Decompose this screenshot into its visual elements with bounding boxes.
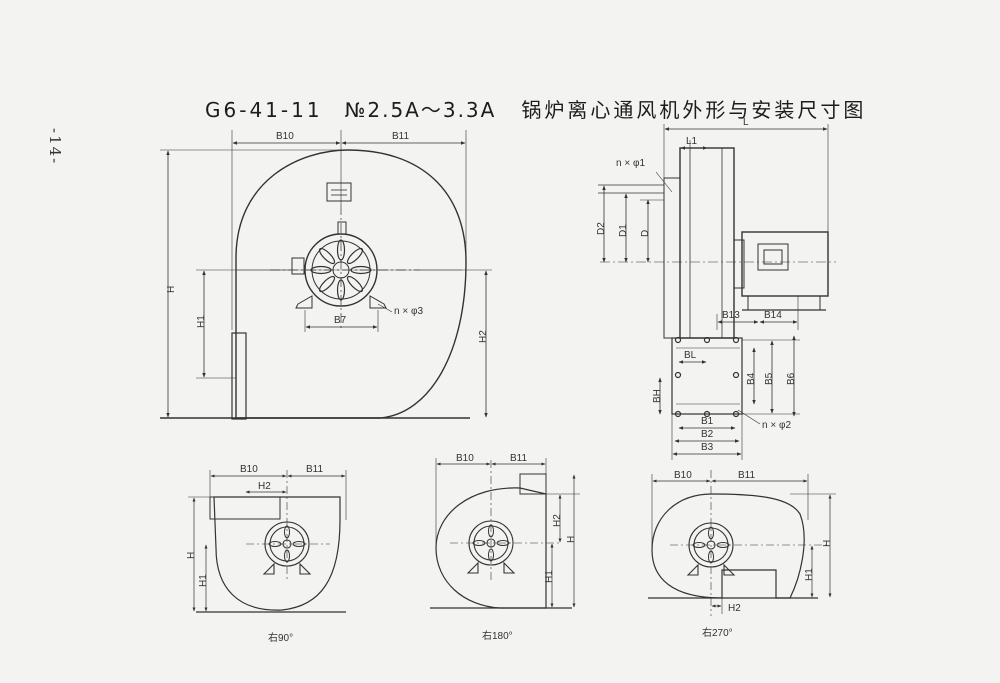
label-h2: H2 xyxy=(728,603,741,614)
label-h: H xyxy=(566,536,577,543)
caption-right-90: 右90° xyxy=(268,633,294,644)
label-bl: BL xyxy=(684,350,697,361)
drawing-title: G6-41-11 №2.5A～3.3A 锅炉离心通风机外形与安装尺寸图 xyxy=(205,94,866,123)
label-b11: B11 xyxy=(306,464,323,475)
title-model: G6-41-11 xyxy=(205,98,323,122)
label-b4: B4 xyxy=(746,372,757,385)
label-b5: B5 xyxy=(764,372,775,385)
label-h2: H2 xyxy=(258,481,271,492)
front-view-labels: B10 B11 H H1 H2 B7 n × φ3 xyxy=(166,131,489,343)
side-view xyxy=(598,124,836,460)
label-n-phi2: n × φ2 xyxy=(762,420,791,431)
label-b10: B10 xyxy=(456,453,474,464)
title-description: 锅炉离心通风机外形与安装尺寸图 xyxy=(521,98,867,122)
label-d1: D1 xyxy=(618,224,629,237)
side-view-labels: L L1 n × φ1 D2 D1 D B13 B14 BL BH B4 B5 … xyxy=(596,117,797,453)
nameplate xyxy=(326,182,352,202)
label-d: D xyxy=(640,230,651,237)
label-l: L xyxy=(743,117,749,128)
label-d2: D2 xyxy=(596,222,607,235)
label-h1: H1 xyxy=(804,568,815,581)
view-right-90 xyxy=(188,470,347,613)
outlet-flange xyxy=(231,332,247,420)
label-h1: H1 xyxy=(198,574,209,587)
label-h: H xyxy=(166,286,177,293)
view-right-270 xyxy=(648,470,836,616)
side-motor xyxy=(741,231,829,297)
label-n-phi3: n × φ3 xyxy=(394,306,423,317)
label-b10: B10 xyxy=(276,131,294,142)
label-h: H xyxy=(822,540,833,547)
label-b14: B14 xyxy=(764,310,782,321)
label-h: H xyxy=(186,552,197,559)
caption-right-180: 右180° xyxy=(482,631,513,642)
label-b13: B13 xyxy=(722,310,740,321)
caption-right-270: 右270° xyxy=(702,628,733,639)
view-right-270-labels: B10 B11 H H1 H2 xyxy=(674,470,833,614)
label-bh: BH xyxy=(652,389,663,403)
label-b2: B2 xyxy=(701,429,714,440)
label-h1: H1 xyxy=(544,570,555,583)
page-number: -14- xyxy=(46,128,64,166)
title-range: №2.5A～3.3A xyxy=(344,98,497,122)
label-b7: B7 xyxy=(334,315,347,326)
label-b6: B6 xyxy=(786,372,797,385)
view-right-180 xyxy=(430,458,580,609)
label-b11: B11 xyxy=(738,470,755,481)
motor-housing xyxy=(304,233,378,307)
front-view xyxy=(160,130,492,420)
label-h2: H2 xyxy=(478,330,489,343)
label-b10: B10 xyxy=(674,470,692,481)
label-b10: B10 xyxy=(240,464,258,475)
label-h2: H2 xyxy=(552,514,563,527)
fan-casing xyxy=(235,149,467,419)
view-right-90-labels: B10 B11 H2 H H1 xyxy=(186,464,323,587)
label-b11: B11 xyxy=(510,453,527,464)
label-b11: B11 xyxy=(392,131,409,142)
label-l1: L1 xyxy=(686,136,698,147)
view-right-180-labels: B10 B11 H2 H H1 xyxy=(456,453,577,583)
label-n-phi1: n × φ1 xyxy=(616,158,645,169)
label-b1: B1 xyxy=(701,416,714,427)
label-b3: B3 xyxy=(701,442,714,453)
label-h1: H1 xyxy=(196,315,207,328)
